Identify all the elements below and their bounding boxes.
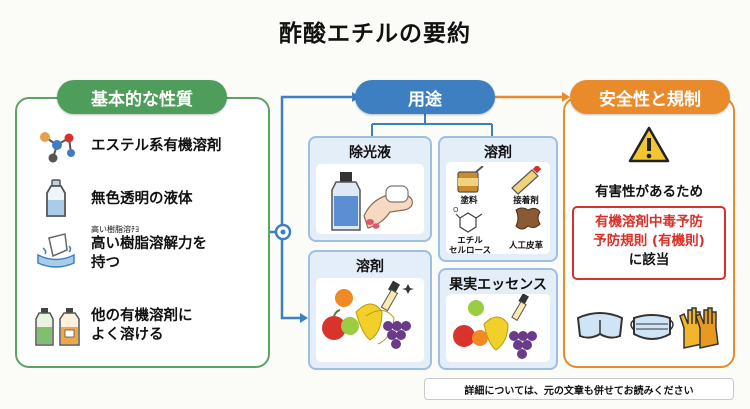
property-line: よく溶ける xyxy=(91,327,164,343)
property-miscible-solvents: 他の有機溶剤に よく溶ける xyxy=(35,305,193,347)
uses-header: 用途 xyxy=(355,80,495,114)
solvent-bottles-icon xyxy=(35,305,80,347)
basic-properties-header: 基本的な性質 xyxy=(57,80,227,114)
solvent-items-icons: O xyxy=(453,166,542,233)
use-box-solvent: 溶剤 O 塗料 接着剤 エチル セルロース 人工皮革 xyxy=(438,136,558,262)
property-label: 高い樹脂溶ﾁﾖ 高い樹脂溶解力を 持つ xyxy=(91,225,207,273)
use-label: 溶剤 xyxy=(484,145,512,161)
fruits-dropper-icon xyxy=(446,294,550,362)
regulation-text: 有機溶剤中毒予防 予防規則 (有機則) に該当 xyxy=(574,213,724,270)
dissolving-resin-icon xyxy=(35,228,77,270)
protective-gear-icons xyxy=(576,307,719,349)
goggles-icon xyxy=(576,312,624,339)
use-label: 溶剤 xyxy=(356,259,384,275)
regulation-box: 有機溶剤中毒予防 予防規則 (有機則) に該当 xyxy=(572,206,726,280)
property-label: エステル系有機溶剤 xyxy=(91,137,222,154)
property-colorless-liquid: 無色透明の液体 xyxy=(35,178,193,220)
gloves-icon xyxy=(679,307,719,349)
footnote: 詳細については、元の文章も併せてお読みください xyxy=(424,378,734,400)
svg-text:O: O xyxy=(453,206,459,214)
property-line: 持つ xyxy=(91,255,120,271)
property-resin-solubility: 高い樹脂溶ﾁﾖ 高い樹脂溶解力を 持つ xyxy=(35,225,207,273)
use-box-fruit-essence: 果実エッセンス xyxy=(438,268,558,370)
solvent-item-label: 人工皮革 xyxy=(508,241,543,251)
warning-triangle-icon xyxy=(628,126,670,163)
glue-tube-icon xyxy=(511,166,542,195)
use-box-solvent-fruits: 溶剤 xyxy=(308,250,432,370)
label-line: エチル xyxy=(457,236,483,246)
use-label: 除光液 xyxy=(349,145,391,161)
solvent-item-label: 塗料 xyxy=(460,196,478,206)
page-title: 酢酸エチルの要約 xyxy=(279,21,471,47)
fruits-dropper-icon xyxy=(316,278,424,362)
property-line: 高い樹脂溶解力を xyxy=(91,236,207,252)
property-ester-solvent: エステル系有機溶剤 xyxy=(35,125,222,167)
regulation-line: 有機溶剤中毒予防 xyxy=(595,214,703,230)
property-label: 他の有機溶剤に よく溶ける xyxy=(91,307,193,345)
paint-can-icon xyxy=(457,166,484,193)
cellulose-structure-icon: O xyxy=(453,206,483,233)
use-label: 果実エッセンス xyxy=(449,277,547,293)
ruby-annotation: 高い樹脂溶ﾁﾖ xyxy=(91,225,139,234)
mask-icon xyxy=(630,314,674,340)
solvent-item-label: エチル セルロース xyxy=(442,236,498,256)
label-line: セルロース xyxy=(448,246,492,256)
property-label: 無色透明の液体 xyxy=(91,190,193,207)
solvent-item-label: 接着剤 xyxy=(513,196,539,206)
property-line: 他の有機溶剤に xyxy=(91,308,193,324)
bottle-icon xyxy=(35,178,77,220)
leather-hide-icon xyxy=(515,207,541,230)
use-box-nail-remover: 除光液 xyxy=(308,136,432,242)
safety-header: 安全性と規制 xyxy=(570,80,730,114)
molecule-icon xyxy=(35,125,77,167)
nail-polish-remover-icon xyxy=(316,164,424,234)
regulation-line: に該当 xyxy=(628,252,670,268)
regulation-line: 予防規則 (有機則) xyxy=(593,233,705,249)
hazard-text: 有害性があるため xyxy=(595,184,703,200)
